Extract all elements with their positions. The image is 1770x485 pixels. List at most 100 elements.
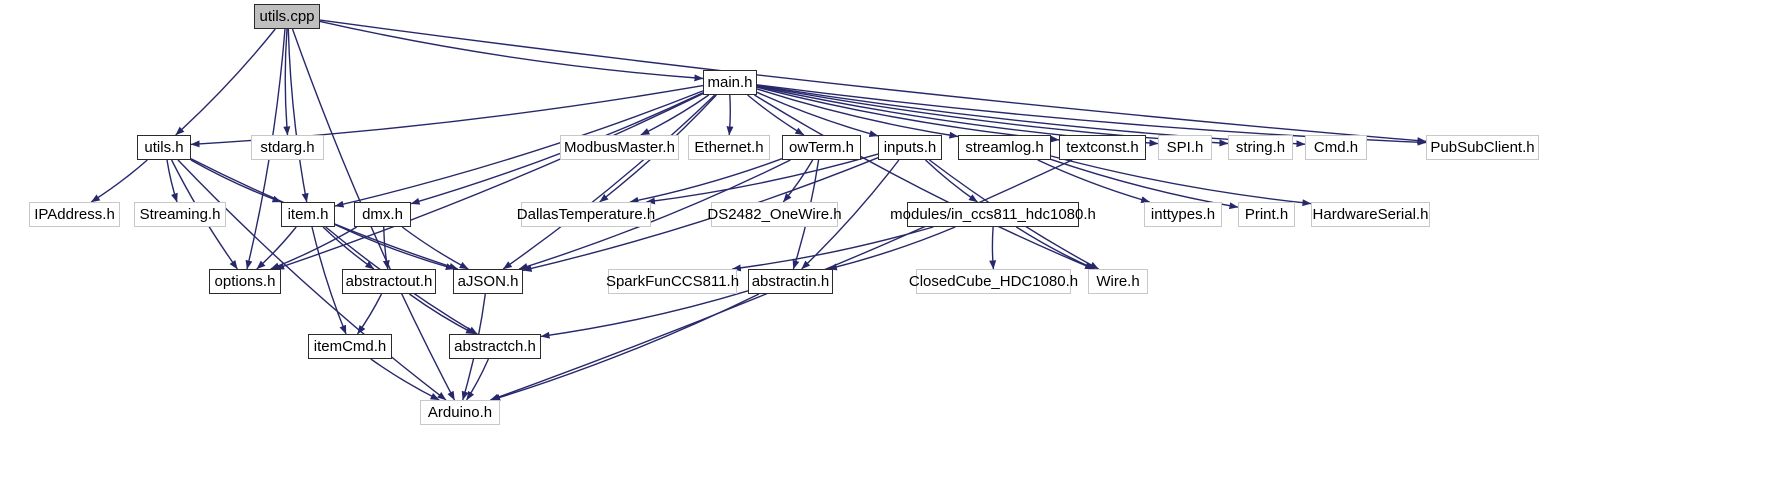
graph-node-label: ClosedCube_HDC1080.h [908,273,1079,290]
graph-node-abstractin-h[interactable]: abstractin.h [748,269,833,294]
graph-node-wire-h[interactable]: Wire.h [1088,269,1148,294]
graph-node-string-h[interactable]: string.h [1228,135,1293,160]
graph-node-sparkfunccs811-h[interactable]: SparkFunCCS811.h [605,269,740,294]
graph-node-label: DS2482_OneWire.h [707,206,842,223]
graph-node-streamlog-h[interactable]: streamlog.h [958,135,1051,160]
graph-node-ipaddress-h[interactable]: IPAddress.h [29,202,120,227]
graph-edge-abstractout-h-to-abstractch-h [408,293,475,335]
graph-node-abstractout-h[interactable]: abstractout.h [342,269,436,294]
graph-node-dallastemperature-h[interactable]: DallasTemperature.h [517,202,655,227]
graph-node-abstractch-h[interactable]: abstractch.h [449,334,541,359]
graph-node-label: ModbusMaster.h [564,139,675,156]
graph-edge-utils-cpp-to-pubsubclient-h [319,19,1427,145]
graph-node-inputs-h[interactable]: inputs.h [878,135,942,160]
graph-edge-dmx-h-to-options-h [270,226,358,270]
graph-edge-modules-in-ccs811-hdc1080-h-to-wire-h [1015,226,1096,270]
graph-node-label: SPI.h [1166,139,1204,156]
graph-node-utils-cpp[interactable]: utils.cpp [254,4,320,29]
graph-edge-item-h-to-abstractout-h [322,226,375,270]
graph-edge-abstractout-h-to-itemcmd-h [356,293,383,335]
graph-node-label: string.h [1235,139,1286,156]
graph-node-label: Print.h [1244,206,1289,223]
graph-edge-main-h-to-dmx-h [410,92,704,205]
graph-node-label: Wire.h [1096,273,1140,290]
graph-edge-abstractin-h-to-arduino-h [491,293,760,401]
graph-edge-main-h-to-ajson-h [502,94,716,270]
graph-edge-modules-in-ccs811-hdc1080-h-to-abstractin-h [827,226,956,271]
graph-node-options-h[interactable]: options.h [209,269,281,294]
graph-node-label: options.h [214,273,276,290]
graph-node-label: IPAddress.h [34,206,115,223]
graph-edge-inputs-h-to-dallastemperature-h [646,153,879,205]
graph-node-main-h[interactable]: main.h [703,70,757,95]
graph-edge-itemcmd-h-to-arduino-h [370,358,440,401]
graph-node-label: utils.cpp [259,8,315,25]
graph-edge-owterm-h-to-dallastemperature-h [629,158,783,204]
graph-node-streaming-h[interactable]: Streaming.h [134,202,226,227]
graph-node-stdarg-h[interactable]: stdarg.h [251,135,324,160]
graph-node-label: abstractch.h [454,338,536,355]
graph-edge-streamlog-h-to-inttypes-h [1037,159,1151,203]
graph-node-closedcube-hdc1080-h[interactable]: ClosedCube_HDC1080.h [909,269,1078,294]
graph-edge-modules-in-ccs811-hdc1080-h-to-sparkfunccs811-h [731,226,934,272]
graph-edge-utils-h-to-ipaddress-h [90,159,148,203]
graph-node-dmx-h[interactable]: dmx.h [354,202,411,227]
graph-edge-utils-h-to-streaming-h [166,159,178,203]
graph-node-label: SparkFunCCS811.h [605,273,740,290]
graph-edge-owterm-h-to-ajson-h [518,159,791,270]
graph-edge-abstractch-h-to-arduino-h [466,358,490,401]
graph-edge-main-h-to-pubsubclient-h [756,84,1427,146]
graph-node-ethernet-h[interactable]: Ethernet.h [688,135,770,160]
graph-node-label: PubSubClient.h [1430,139,1535,156]
graph-edge-item-h-to-ajson-h [334,223,455,270]
graph-node-label: modules/in_ccs811_hdc1080.h [890,206,1096,223]
graph-node-owterm-h[interactable]: owTerm.h [782,135,861,160]
graph-node-label: item.h [287,206,329,223]
graph-node-label: streamlog.h [965,139,1044,156]
graph-edge-utils-h-to-arduino-h [177,159,447,401]
graph-node-pubsubclient-h[interactable]: PubSubClient.h [1426,135,1539,160]
graph-node-utils-h[interactable]: utils.h [137,135,191,160]
graph-edge-main-h-to-item-h [334,90,704,208]
graph-edge-main-h-to-modbusmaster-h [640,94,710,136]
graph-node-label: Ethernet.h [694,139,764,156]
graph-node-spi-h[interactable]: SPI.h [1158,135,1212,160]
graph-edge-item-h-to-itemcmd-h [311,226,347,335]
graph-node-label: Streaming.h [139,206,221,223]
graph-node-label: Cmd.h [1313,139,1359,156]
graph-node-label: owTerm.h [788,139,855,156]
graph-edge-utils-cpp-to-utils-h [175,28,276,136]
graph-edge-dmx-h-to-abstractout-h [382,226,390,270]
graph-edge-modules-in-ccs811-hdc1080-h-to-closedcube-hdc1080-h [989,226,997,270]
graph-node-label: itemCmd.h [313,338,387,355]
graph-node-label: inttypes.h [1150,206,1216,223]
graph-node-inttypes-h[interactable]: inttypes.h [1144,202,1222,227]
graph-edge-main-h-to-inputs-h [756,91,879,137]
graph-node-textconst-h[interactable]: textconst.h [1059,135,1146,160]
graph-node-cmd-h[interactable]: Cmd.h [1305,135,1367,160]
graph-edge-utils-cpp-to-item-h [287,28,309,203]
graph-node-label: Arduino.h [427,404,493,421]
graph-node-ds2482-onewire-h[interactable]: DS2482_OneWire.h [707,202,842,227]
graph-edge-main-h-to-options-h [275,92,704,270]
graph-node-modules-in-ccs811-hdc1080-h[interactable]: modules/in_ccs811_hdc1080.h [890,202,1096,227]
graph-node-ajson-h[interactable]: aJSON.h [453,269,523,294]
graph-node-label: inputs.h [883,139,937,156]
graph-node-arduino-h[interactable]: Arduino.h [420,400,500,425]
graph-node-print-h[interactable]: Print.h [1238,202,1295,227]
graph-node-label: abstractout.h [345,273,433,290]
graph-edge-inputs-h-to-modules-in-ccs811-hdc1080-h [925,159,978,203]
graph-edge-main-h-to-ethernet-h [726,94,734,136]
graph-node-itemcmd-h[interactable]: itemCmd.h [308,334,392,359]
graph-node-hardwareserial-h[interactable]: HardwareSerial.h [1311,202,1430,227]
graph-node-item-h[interactable]: item.h [281,202,335,227]
graph-node-label: stdarg.h [260,139,315,156]
graph-edge-inputs-h-to-ajson-h [522,157,879,272]
graph-edge-main-h-to-owterm-h [747,94,805,136]
graph-node-modbusmaster-h[interactable]: ModbusMaster.h [560,135,679,160]
graph-edge-main-h-to-streamlog-h [756,88,959,139]
graph-edge-inputs-h-to-abstractin-h [801,159,900,270]
graph-node-label: DallasTemperature.h [516,206,656,223]
